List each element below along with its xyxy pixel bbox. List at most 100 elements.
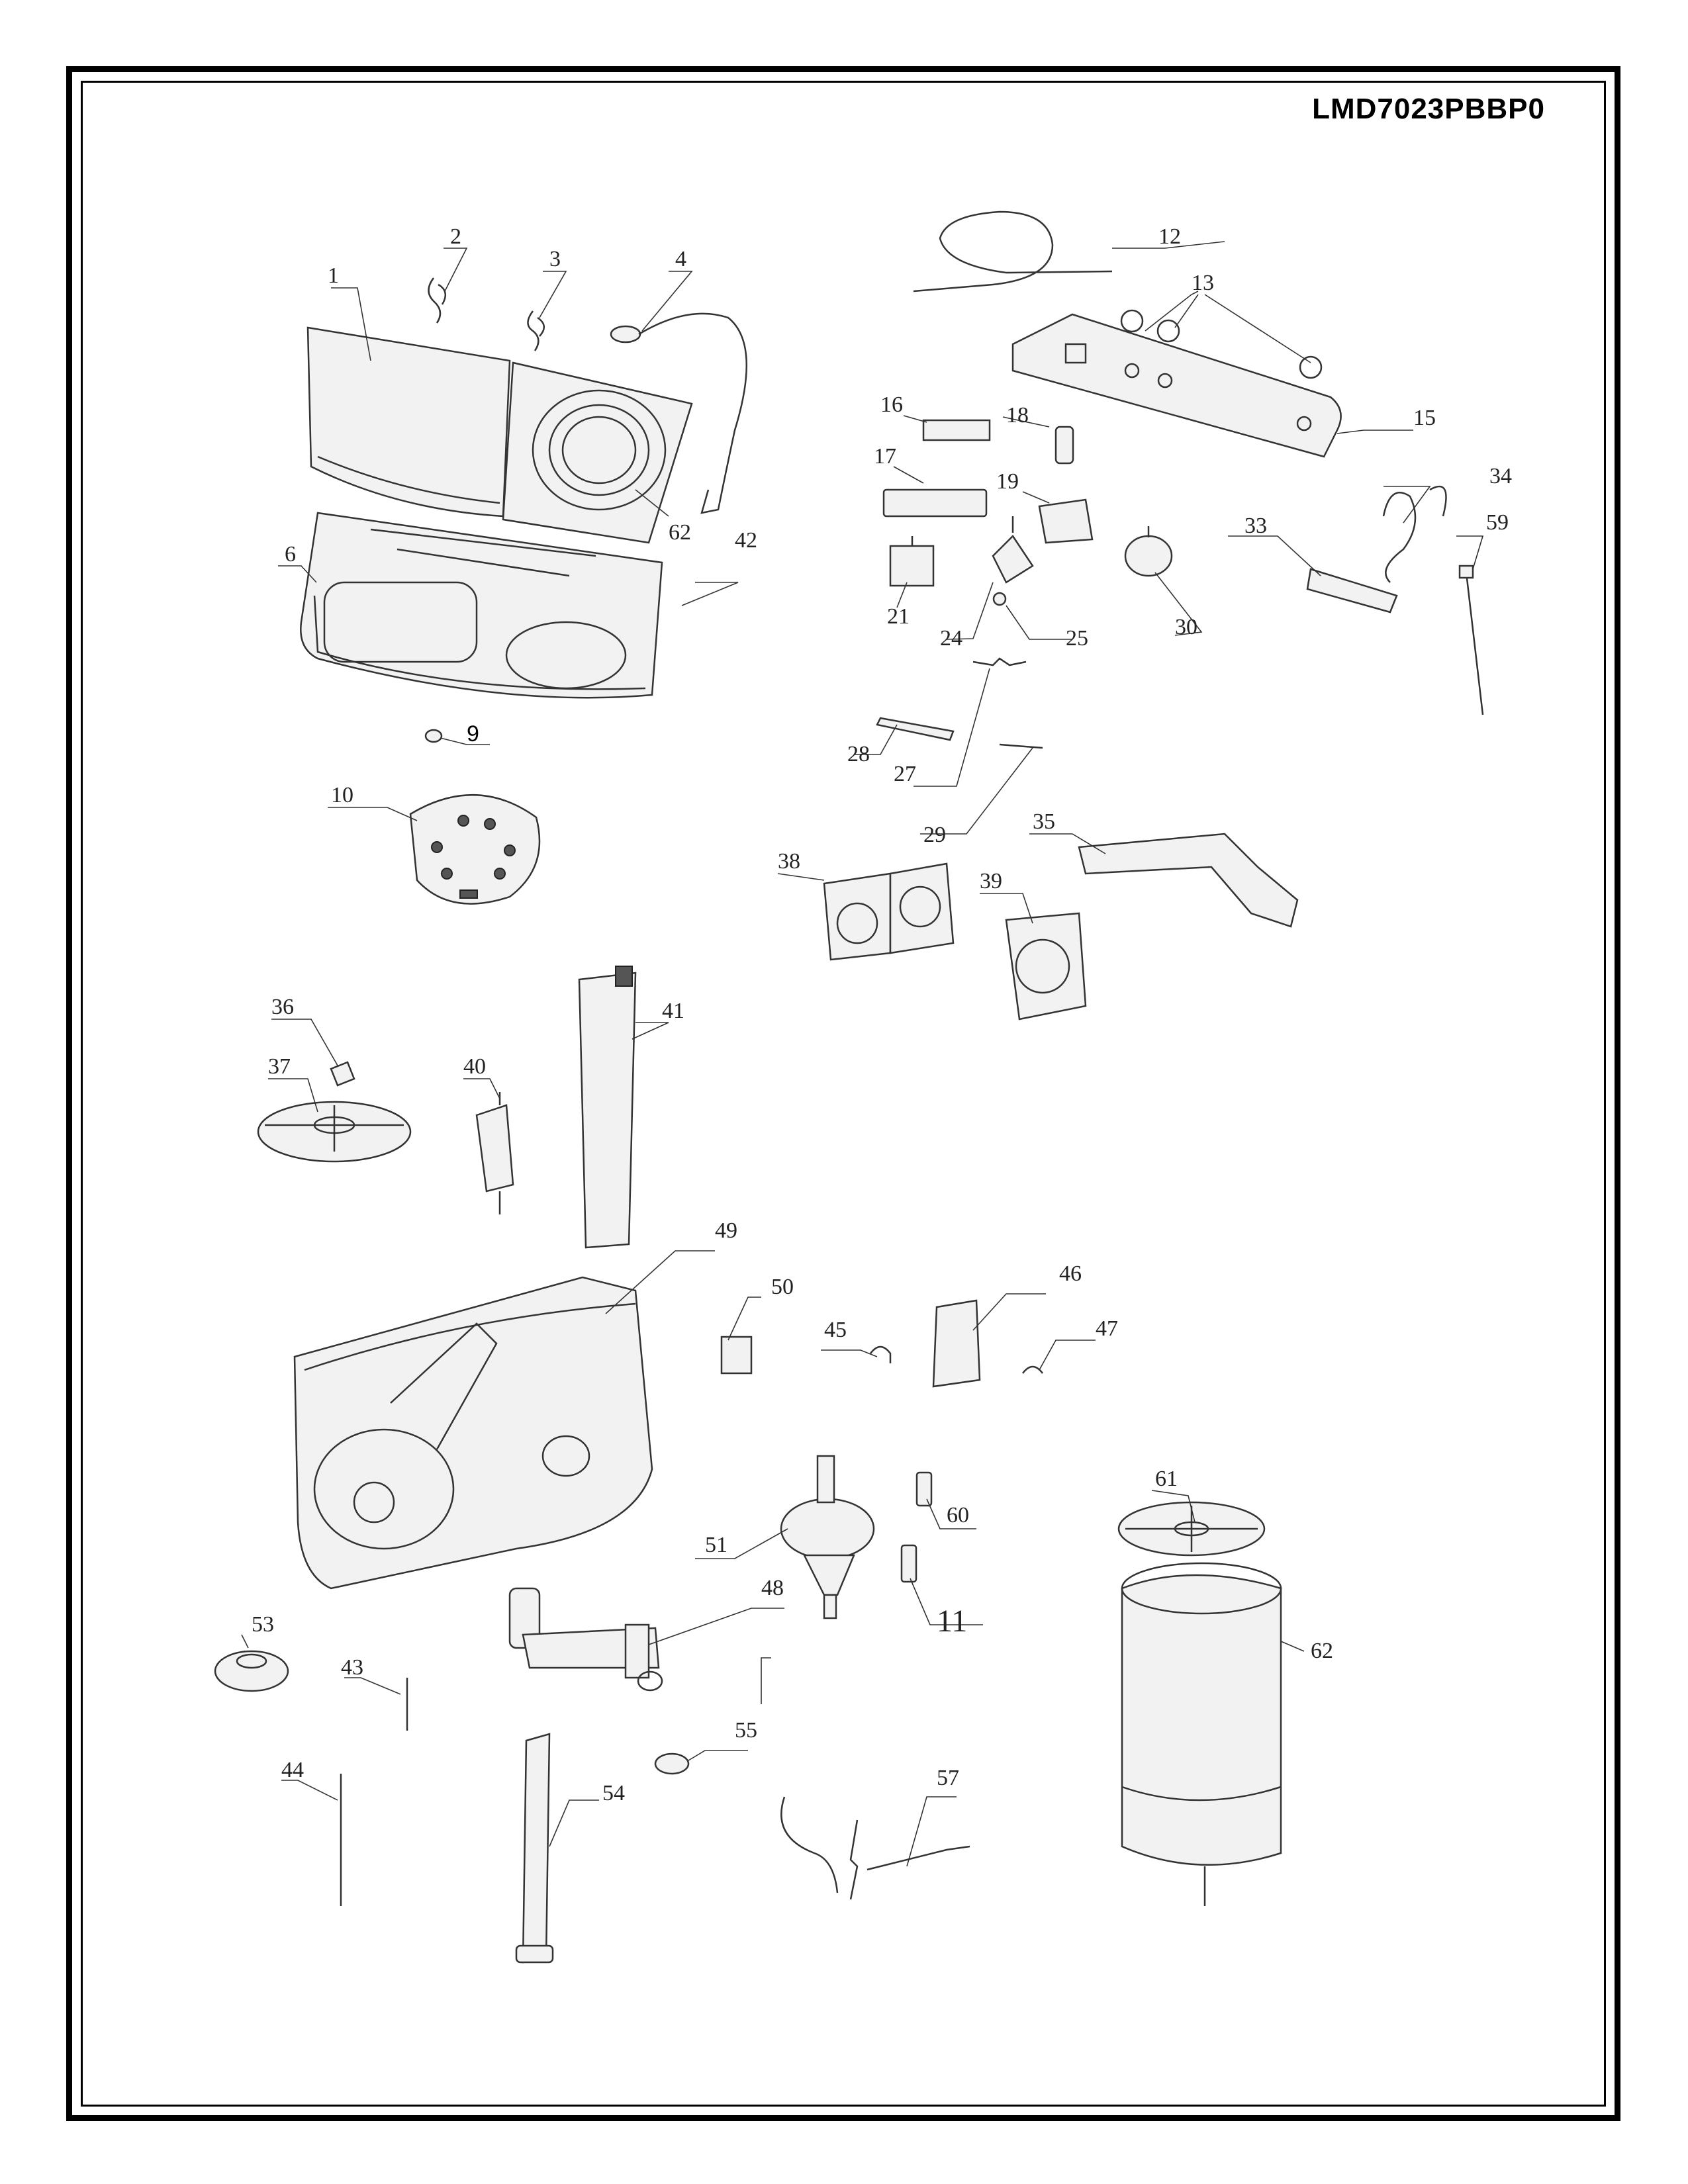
part-21-timer	[889, 536, 935, 587]
callout-29: 29	[923, 823, 946, 847]
part-62-spin-basket	[1121, 1562, 1282, 1906]
part-24-switch	[992, 516, 1034, 584]
callout-38: 38	[778, 849, 800, 874]
callout-62-lid: 62	[669, 520, 691, 545]
callout-30: 30	[1175, 615, 1197, 639]
part-9-screw-cap	[424, 729, 443, 743]
part-6-top-frame	[300, 512, 663, 699]
part-15-control-panel	[1011, 313, 1342, 458]
part-10-lint-filter	[409, 794, 541, 905]
callout-57: 57	[937, 1766, 959, 1790]
callout-51: 51	[705, 1533, 727, 1557]
part-3-hinge-spring	[527, 310, 545, 351]
callout-9: 9	[467, 721, 479, 747]
callout-46: 46	[1059, 1261, 1082, 1286]
callout-4: 4	[675, 247, 686, 271]
callout-16: 16	[880, 392, 903, 417]
part-2-hinge-spring	[428, 277, 447, 324]
part-27-spring-clip	[972, 657, 1027, 666]
callout-39: 39	[980, 869, 1002, 893]
part-33-bracket	[1306, 568, 1398, 614]
callout-37: 37	[268, 1054, 291, 1079]
callout-12: 12	[1158, 224, 1181, 249]
leader-lines	[241, 241, 1484, 1867]
part-53-cap	[214, 1650, 289, 1692]
callout-40: 40	[463, 1054, 486, 1079]
part-40-filter	[475, 1092, 514, 1214]
callout-61: 61	[1155, 1467, 1178, 1491]
part-19-part	[1038, 498, 1094, 544]
callout-15: 15	[1413, 406, 1436, 430]
callout-60: 60	[947, 1503, 969, 1527]
part-51-gearbox	[780, 1455, 875, 1619]
part-16-label	[922, 419, 991, 441]
part-62-spin-lid	[502, 361, 693, 544]
callout-53: 53	[252, 1612, 274, 1637]
part-29-spring	[999, 743, 1043, 749]
callout-44: 44	[281, 1758, 304, 1782]
callout-43: 43	[341, 1655, 363, 1680]
part-30-timer	[1124, 526, 1173, 577]
part-18-part	[1055, 426, 1074, 465]
part-38-motor-housing	[823, 862, 955, 961]
part-28-lever	[876, 717, 955, 741]
part-54-suspension-rod	[515, 1733, 554, 1964]
part-13-knobs	[1120, 309, 1323, 379]
part-37-pulsator	[257, 1101, 412, 1163]
callout-17: 17	[874, 444, 896, 469]
callout-47: 47	[1096, 1316, 1118, 1341]
outer-border	[66, 66, 1620, 2121]
part-41-overflow-tube	[578, 966, 637, 1249]
callout-24: 24	[940, 626, 962, 651]
callout-1: 1	[328, 263, 339, 288]
callout-41: 41	[662, 999, 684, 1023]
part-55-seal	[654, 1752, 690, 1775]
callout-28: 28	[847, 742, 870, 766]
callout-45: 45	[824, 1318, 847, 1342]
callout-62-basket: 62	[1311, 1639, 1333, 1663]
part-39-housing	[1005, 912, 1087, 1021]
part-57-drain-hose	[780, 1796, 970, 1900]
part-50-pad	[720, 1336, 753, 1375]
callout-13: 13	[1192, 271, 1214, 295]
callout-11: 11	[937, 1604, 967, 1639]
part-12-wire-conduit	[913, 210, 1113, 293]
part-1-lid	[306, 326, 511, 518]
part-47-clip	[1022, 1365, 1043, 1374]
callout-2: 2	[450, 224, 461, 249]
part-4-drain-cord	[610, 312, 748, 514]
callout-50: 50	[771, 1275, 794, 1299]
part-48-drain-pipe	[508, 1587, 663, 1692]
callout-35: 35	[1033, 809, 1055, 834]
callout-27: 27	[894, 762, 916, 786]
callout-21: 21	[887, 604, 910, 629]
callout-19: 19	[996, 469, 1019, 494]
part-36-nut	[330, 1061, 355, 1087]
callout-42: 42	[735, 528, 757, 553]
part-60-bolt	[915, 1471, 933, 1507]
part-49-tub	[293, 1276, 653, 1590]
callout-54: 54	[602, 1781, 625, 1805]
part-45-clip	[870, 1345, 892, 1363]
callout-34: 34	[1489, 464, 1512, 488]
part-34-harness	[1382, 485, 1447, 583]
callout-59: 59	[1486, 510, 1509, 535]
callout-55: 55	[735, 1718, 757, 1743]
model-number: LMD7023PBBP0	[1312, 93, 1545, 125]
part-11-bolt	[900, 1544, 917, 1583]
part-25-washer	[992, 592, 1007, 606]
part-59-cable-tie	[1458, 565, 1484, 715]
callout-33: 33	[1244, 514, 1267, 538]
callout-6: 6	[285, 542, 296, 567]
part-46-bracket	[932, 1299, 981, 1388]
callout-25: 25	[1066, 626, 1088, 651]
callout-48: 48	[761, 1576, 784, 1600]
callout-labels: 1 2 3 4 6 9 10 11 12 13 15 16 17 18 19 2…	[252, 224, 1512, 1805]
callout-49: 49	[715, 1218, 737, 1243]
part-17-module	[882, 488, 988, 518]
part-35-bracket	[1078, 833, 1299, 928]
callout-10: 10	[331, 783, 353, 807]
callout-18: 18	[1006, 403, 1029, 428]
callout-3: 3	[549, 247, 561, 271]
